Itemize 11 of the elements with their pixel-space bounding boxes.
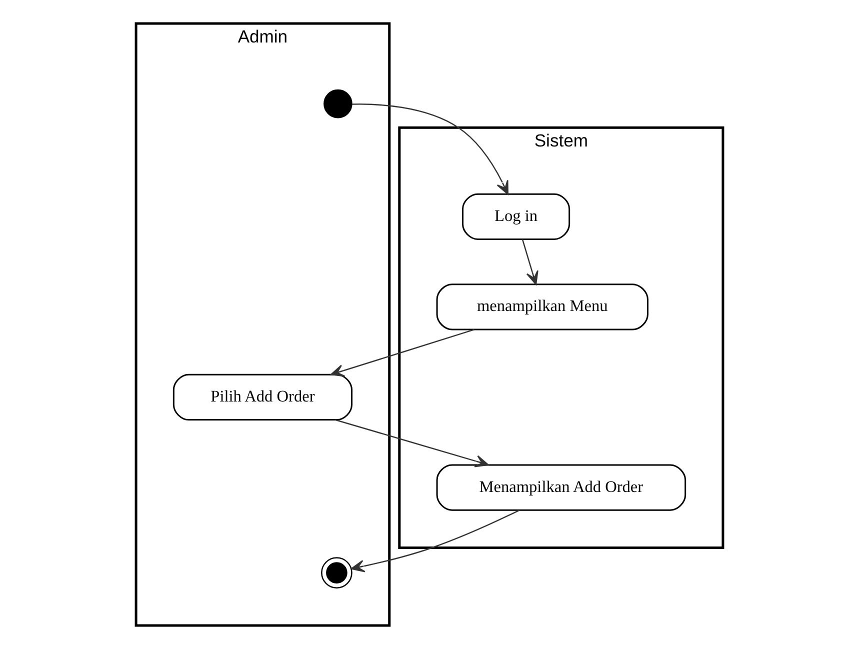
node-box: Log in — [461, 193, 570, 240]
arrow — [521, 239, 538, 285]
arrow — [334, 419, 488, 468]
node-box: Menampilkan Add Order — [436, 464, 686, 511]
arrow — [350, 510, 520, 572]
node-box: menampilkan Menu — [436, 284, 648, 330]
node-box: Pilih Add Order — [172, 374, 352, 421]
node-circle — [323, 89, 352, 118]
node-bullseye — [320, 557, 352, 588]
arrow — [330, 328, 474, 377]
arrow — [351, 104, 508, 195]
